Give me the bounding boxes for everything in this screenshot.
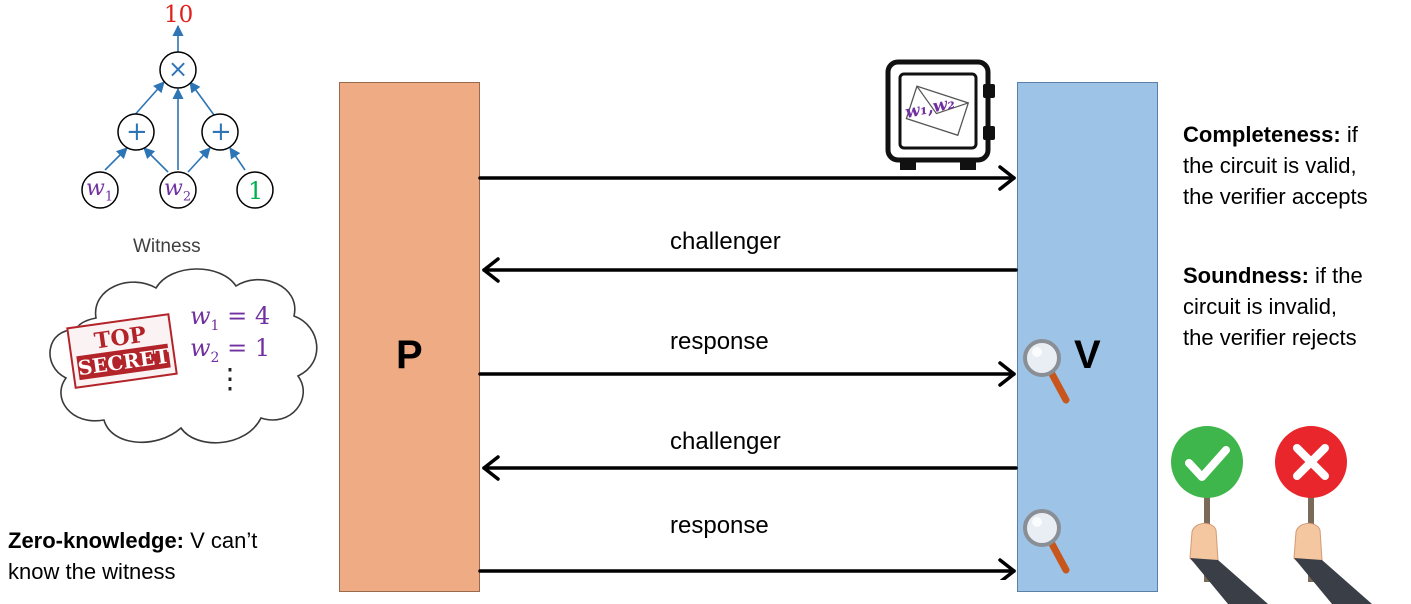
completeness-text: Completeness: if the circuit is valid, t… <box>1183 122 1368 209</box>
witness-eq-1: w1 = 4 <box>190 302 271 334</box>
response-label-2: response <box>670 512 769 539</box>
response-arrow-1 <box>478 361 1016 387</box>
challenge-arrow-2 <box>482 455 1018 481</box>
check-sign-icon <box>1171 426 1268 604</box>
input-w1-label: w1 <box>86 176 114 205</box>
challenge-label-1: challenger <box>670 228 781 255</box>
cross-sign-icon <box>1275 426 1372 604</box>
input-w1-node <box>81 171 119 209</box>
add-symbol-left: + <box>126 117 148 147</box>
verifier-label: V <box>1074 333 1101 377</box>
challenge-arrow-1 <box>482 257 1018 283</box>
input-const-label: 1 <box>248 177 264 205</box>
add-symbol-right: + <box>210 117 232 147</box>
verifier-box <box>1017 82 1158 592</box>
response-label-1: response <box>670 328 769 355</box>
input-const-node <box>236 171 274 209</box>
input-w2-label: w2 <box>164 176 192 205</box>
zero-knowledge-text: Zero-knowledge: V can’t know the witness <box>8 528 258 584</box>
message-arrows <box>478 165 1018 580</box>
input-w2-node <box>159 171 197 209</box>
add-gate-left <box>117 113 155 151</box>
cloud-icon <box>49 268 318 444</box>
response-arrow-2 <box>478 558 1016 580</box>
prover-label: P <box>396 333 423 377</box>
multiply-gate <box>159 51 197 89</box>
magnifier-icon <box>1023 339 1070 404</box>
circuit-output-value: 10 <box>164 2 194 28</box>
magnifier-icon <box>1023 509 1070 574</box>
commit-arrow <box>478 165 1016 191</box>
witness-title: Witness <box>133 236 201 257</box>
multiply-symbol: × <box>168 55 189 83</box>
safe-icon <box>885 59 995 170</box>
witness-ellipsis: ⋮ <box>216 362 244 395</box>
add-gate-right <box>201 113 239 151</box>
challenge-label-2: challenger <box>670 428 781 455</box>
soundness-text: Soundness: if the circuit is invalid, th… <box>1183 263 1363 350</box>
arithmetic-circuit <box>81 24 274 209</box>
witness-eq-2: w2 = 1 <box>190 334 271 366</box>
prover-box <box>339 82 480 592</box>
